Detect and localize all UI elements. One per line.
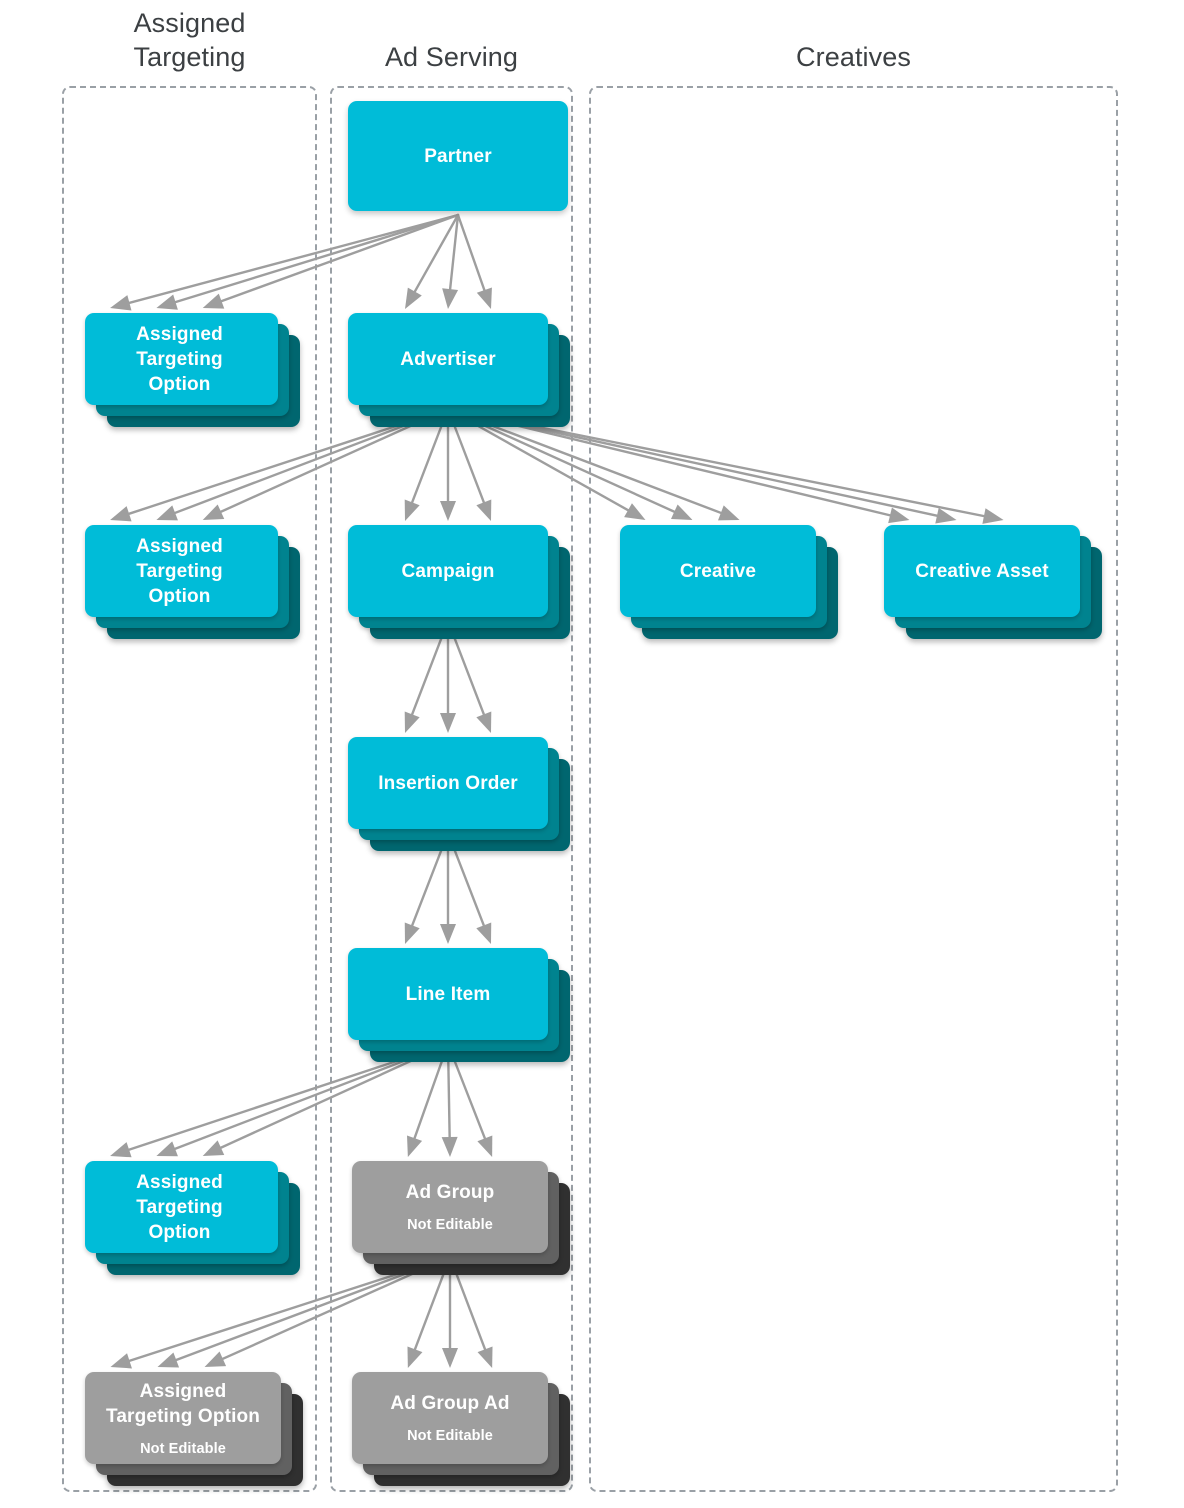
- node-creative: Creative: [620, 525, 840, 641]
- node-ato-3: Assigned Targeting Option: [85, 1161, 302, 1277]
- node-label-line-item: Line Item: [405, 983, 491, 1005]
- node-card-ato-2[interactable]: Assigned Targeting Option: [85, 525, 278, 617]
- node-label-partner: Partner: [424, 145, 492, 167]
- column-frame-ad-serving: [330, 86, 573, 1492]
- column-header-assigned-targeting: Assigned Targeting: [133, 8, 246, 72]
- node-label-advertiser: Advertiser: [400, 348, 496, 370]
- node-label-campaign: Campaign: [401, 560, 495, 582]
- node-label-ato-1: Assigned Targeting Option: [136, 323, 223, 395]
- node-line-item: Line Item: [348, 948, 572, 1064]
- node-ad-group-ad: Ad Group Ad Not Editable: [352, 1372, 572, 1488]
- column-header-creatives: Creatives: [796, 42, 911, 72]
- node-card-ad-group-ad[interactable]: Ad Group Ad Not Editable: [352, 1372, 548, 1464]
- node-label-creative: Creative: [679, 560, 757, 582]
- node-ato-2: Assigned Targeting Option: [85, 525, 302, 641]
- node-label-creative-asset: Creative Asset: [915, 560, 1049, 582]
- node-card-insertion-order[interactable]: Insertion Order: [348, 737, 548, 829]
- node-label-ad-group-ad: Ad Group Ad: [390, 1393, 510, 1414]
- node-label-ato-4: Assigned Targeting Option: [105, 1380, 261, 1427]
- node-advertiser: Advertiser: [348, 313, 572, 429]
- node-label-insertion-order: Insertion Order: [378, 772, 518, 794]
- node-campaign: Campaign: [348, 525, 572, 641]
- node-card-campaign[interactable]: Campaign: [348, 525, 548, 617]
- node-label-ad-group: Ad Group: [405, 1182, 495, 1203]
- node-card-line-item[interactable]: Line Item: [348, 948, 548, 1040]
- node-sublabel-ato-4: Not Editable: [140, 1440, 226, 1457]
- node-creative-asset: Creative Asset: [884, 525, 1104, 641]
- node-card-partner[interactable]: Partner: [348, 101, 568, 211]
- node-card-ato-1[interactable]: Assigned Targeting Option: [85, 313, 278, 405]
- node-insertion-order: Insertion Order: [348, 737, 572, 853]
- column-header-ad-serving: Ad Serving: [384, 42, 519, 72]
- node-label-ato-3: Assigned Targeting Option: [136, 1171, 223, 1243]
- node-partner: Partner: [348, 101, 592, 235]
- node-card-creative-asset[interactable]: Creative Asset: [884, 525, 1080, 617]
- node-sublabel-ad-group-ad: Not Editable: [407, 1428, 493, 1444]
- node-card-advertiser[interactable]: Advertiser: [348, 313, 548, 405]
- column-frame-assigned-targeting: [62, 86, 317, 1492]
- node-label-ato-2: Assigned Targeting Option: [136, 535, 223, 607]
- node-card-creative[interactable]: Creative: [620, 525, 816, 617]
- node-sublabel-ad-group: Not Editable: [407, 1217, 493, 1233]
- node-ato-1: Assigned Targeting Option: [85, 313, 302, 429]
- column-frame-creatives: [589, 86, 1118, 1492]
- node-card-ato-3[interactable]: Assigned Targeting Option: [85, 1161, 278, 1253]
